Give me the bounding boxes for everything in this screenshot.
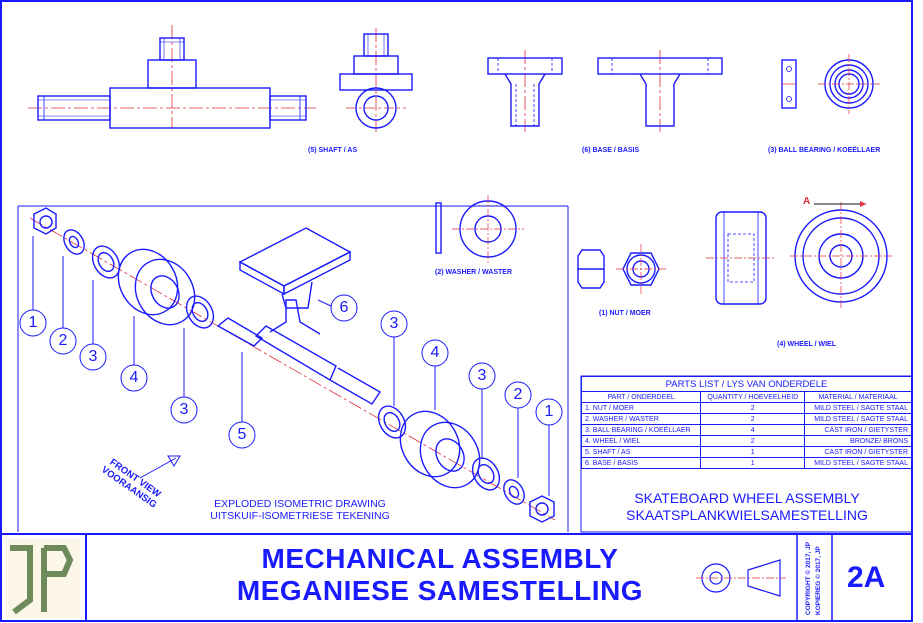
col-header: PART / ONDERDEEL bbox=[580, 391, 702, 403]
washer-views bbox=[435, 195, 524, 263]
shaft-view-label: (5) SHAFT / AS bbox=[308, 147, 358, 154]
nut-view-label: (1) NUT / MOER bbox=[599, 310, 651, 317]
bearing-views bbox=[781, 54, 880, 114]
base-side-view bbox=[597, 50, 723, 132]
section-mark: A bbox=[803, 196, 811, 207]
col-header: QUANTITY / HOEVEELHEID bbox=[700, 391, 806, 403]
copyright-2: KOPIEREG © 2017, JP bbox=[815, 546, 822, 615]
projection-symbol bbox=[696, 559, 786, 597]
exploded-isometric bbox=[29, 207, 556, 523]
part-balloons bbox=[19, 236, 563, 496]
shaft-side-view bbox=[339, 28, 413, 132]
balloon-number: 3 bbox=[88, 348, 98, 365]
sheet-number: 2A bbox=[847, 561, 886, 594]
balloon-number: 1 bbox=[544, 403, 554, 420]
shaft-front-view bbox=[28, 25, 316, 129]
balloon-number: 3 bbox=[477, 367, 487, 384]
nut-views bbox=[577, 244, 666, 294]
main-title: MECHANICAL ASSEMBLY MEGANIESE SAMESTELLI… bbox=[236, 543, 644, 606]
balloon-number: 3 bbox=[389, 315, 399, 332]
balloon-number: 1 bbox=[28, 314, 38, 331]
parts-list-title: PARTS LIST / LYS VAN ONDERDELE bbox=[581, 376, 912, 392]
assembly-title: SKATEBOARD WHEEL ASSEMBLY SKAATSPLANKWIE… bbox=[626, 490, 868, 523]
balloon-number: 2 bbox=[513, 386, 523, 403]
copyright-1: COPYRIGHT © 2017, JP bbox=[805, 541, 812, 615]
bearing-view-label: (3) BALL BEARING / KOEËLLAER bbox=[768, 147, 881, 154]
parts-list-table: PARTS LIST / LYS VAN ONDERDELE PART / ON… bbox=[580, 376, 912, 469]
wheel-views bbox=[706, 201, 892, 310]
balloon-number: 4 bbox=[430, 344, 440, 361]
balloon-number: 2 bbox=[58, 332, 68, 349]
balloon-number: 6 bbox=[339, 299, 349, 316]
base-front-view bbox=[487, 50, 563, 132]
washer-view-label: (2) WASHER / WASTER bbox=[435, 269, 513, 276]
balloon-number: 4 bbox=[129, 369, 139, 386]
jp-logo bbox=[6, 538, 80, 618]
wheel-view-label: (4) WHEEL / WIEL bbox=[777, 341, 836, 348]
exploded-caption: EXPLODED ISOMETRIC DRAWING UITSKUIF-ISOM… bbox=[210, 498, 390, 522]
balloon-number: 5 bbox=[237, 426, 247, 443]
col-header: MATERIAL / MATERIAAL bbox=[804, 391, 912, 403]
base-view-label: (6) BASE / BASIS bbox=[582, 147, 640, 154]
balloon-number: 3 bbox=[179, 401, 189, 418]
